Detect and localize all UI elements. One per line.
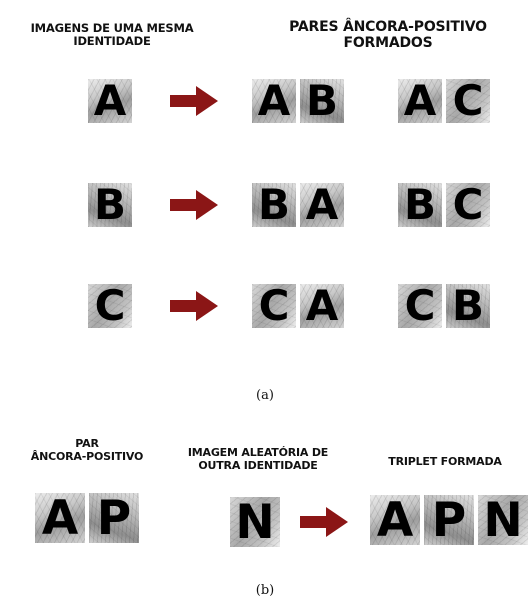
header-line: IMAGENS DE UMA MESMA (30, 21, 194, 35)
identity-letter: P (96, 493, 132, 543)
triplet-negative-image: N (478, 495, 528, 545)
panel-b-caption: (b) (255, 583, 275, 598)
identity-letter: C (404, 284, 436, 328)
identity-letter: B (93, 183, 126, 227)
header-line: IDENTIDADE (73, 34, 151, 49)
anchor-image: C (398, 284, 442, 328)
identity-letter: A (257, 79, 291, 123)
identity-letter: C (452, 183, 484, 227)
header-line: FORMADOS (343, 35, 433, 52)
source-image: A (88, 79, 132, 123)
panel-b-header-random: IMAGEM ALEATÓRIA DE OUTRA IDENTIDADE (170, 446, 346, 472)
header-line: IMAGEM ALEATÓRIA DE (187, 446, 329, 459)
arrow-right-icon (170, 86, 218, 116)
panel-b-header-triplet: TRIPLET FORMADA (362, 455, 528, 469)
anchor-image: A (35, 493, 85, 543)
anchor-image: B (252, 183, 296, 227)
header-line: OUTRA IDENTIDADE (198, 458, 318, 472)
identity-letter: C (452, 79, 484, 123)
identity-letter: A (403, 79, 437, 123)
identity-letter: P (431, 495, 467, 545)
anchor-image: B (398, 183, 442, 227)
header-line: TRIPLET FORMADA (388, 455, 502, 468)
header-line: PAR (75, 437, 99, 450)
positive-image: P (89, 493, 139, 543)
header-line: PARES ÂNCORA-POSITIVO (289, 19, 487, 35)
panel-a-header-right: PARES ÂNCORA-POSITIVO FORMADOS (262, 19, 514, 51)
identity-letter: A (41, 493, 79, 543)
identity-letter: N (483, 495, 523, 545)
identity-letter: N (235, 497, 275, 547)
header-line: ÂNCORA-POSITIVO (30, 449, 144, 463)
arrow-right-icon (300, 507, 348, 537)
positive-image: C (446, 183, 490, 227)
panel-a-caption: (a) (256, 388, 274, 403)
identity-letter: A (305, 183, 339, 227)
triplet-positive-image: P (424, 495, 474, 545)
source-image: C (88, 284, 132, 328)
identity-letter: B (305, 79, 338, 123)
triplet-anchor-image: A (370, 495, 420, 545)
positive-image: A (300, 284, 344, 328)
anchor-image: C (252, 284, 296, 328)
negative-image: N (230, 497, 280, 547)
identity-letter: C (94, 284, 126, 328)
panel-a-header-left: IMAGENS DE UMA MESMA IDENTIDADE (8, 21, 216, 49)
positive-image: B (446, 284, 490, 328)
identity-letter: B (451, 284, 484, 328)
positive-image: A (300, 183, 344, 227)
panel-b-header-pair: PAR ÂNCORA-POSITIVO (4, 437, 170, 463)
anchor-image: A (398, 79, 442, 123)
identity-letter: A (93, 79, 127, 123)
identity-letter: B (257, 183, 290, 227)
positive-image: B (300, 79, 344, 123)
source-image: B (88, 183, 132, 227)
identity-letter: A (305, 284, 339, 328)
positive-image: C (446, 79, 490, 123)
arrow-right-icon (170, 291, 218, 321)
arrow-right-icon (170, 190, 218, 220)
identity-letter: A (376, 495, 414, 545)
identity-letter: C (258, 284, 290, 328)
anchor-image: A (252, 79, 296, 123)
identity-letter: B (403, 183, 436, 227)
